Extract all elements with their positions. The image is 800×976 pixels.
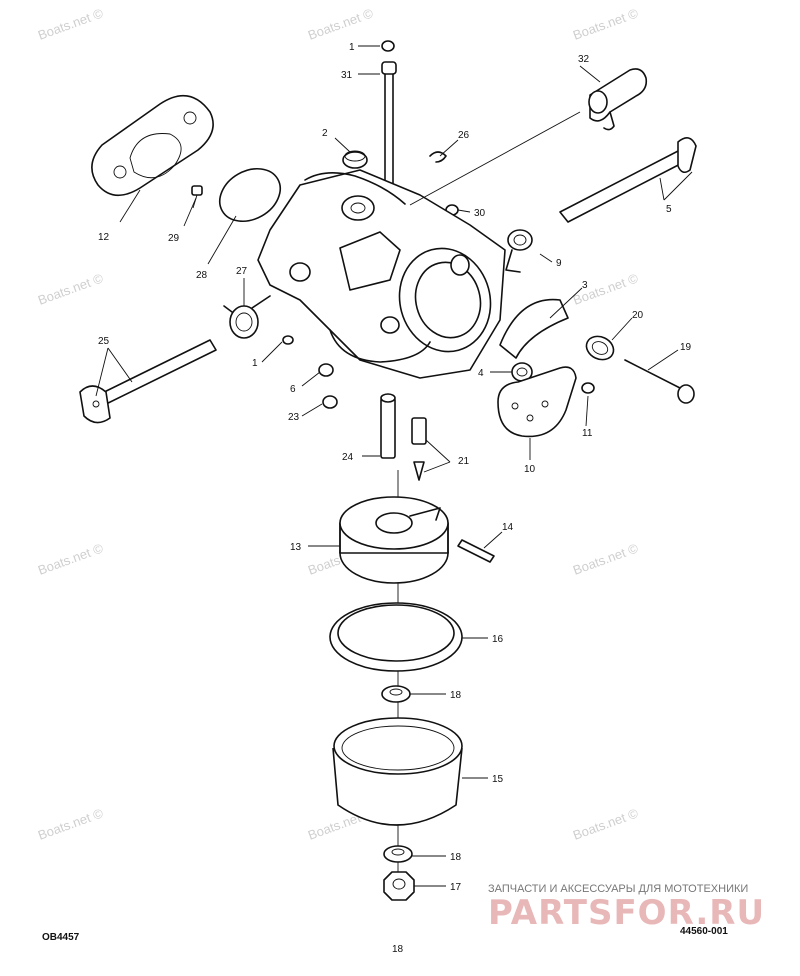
watermark: Boats.net © bbox=[571, 805, 641, 843]
part-11-screw bbox=[581, 382, 595, 394]
watermark: Boats.net © bbox=[306, 5, 376, 43]
part-1-plug-top bbox=[381, 40, 395, 52]
callout-label: 25 bbox=[98, 336, 110, 347]
part-13-float bbox=[339, 496, 449, 584]
shop-watermark: ЗАПЧАСТИ И АКСЕССУАРЫ ДЛЯ МОТОТЕХНИКИ PA… bbox=[488, 883, 765, 933]
callout-label: 19 bbox=[680, 342, 692, 353]
callout-label: 32 bbox=[578, 54, 590, 65]
part-31-rod bbox=[381, 61, 397, 186]
callout-label: 21 bbox=[458, 456, 470, 467]
part-9-spring bbox=[505, 229, 533, 273]
part-25-shaft bbox=[79, 339, 217, 424]
leader-lines bbox=[95, 45, 693, 887]
callout-label: 15 bbox=[492, 774, 504, 785]
part-6-screw bbox=[318, 363, 334, 377]
part-14-pin bbox=[457, 539, 495, 563]
callout-label: 16 bbox=[492, 634, 504, 645]
callout-label: 23 bbox=[288, 412, 300, 423]
watermark: Boats.net © bbox=[36, 270, 106, 308]
part-28-plate bbox=[219, 167, 281, 223]
page-number: 18 bbox=[392, 944, 404, 955]
shop-tagline: ЗАПЧАСТИ И АКСЕССУАРЫ ДЛЯ МОТОТЕХНИКИ bbox=[488, 883, 748, 895]
callout-label: 9 bbox=[556, 258, 562, 269]
part-32-fitting bbox=[588, 68, 648, 131]
callout-label: 27 bbox=[236, 266, 248, 277]
callout-label: 29 bbox=[168, 233, 180, 244]
callout-label: 18 bbox=[450, 690, 462, 701]
watermark: Boats.net © bbox=[36, 805, 106, 843]
watermark: Boats.net © bbox=[36, 5, 106, 43]
part-21-needle-seat bbox=[411, 417, 427, 481]
callout-label: 31 bbox=[341, 70, 353, 81]
part-27-spring bbox=[223, 295, 271, 339]
part-24-jet bbox=[380, 393, 396, 459]
part-29-screw bbox=[191, 185, 203, 209]
part-18-washer-upper bbox=[381, 685, 411, 703]
callout-label: 17 bbox=[450, 882, 462, 893]
callout-label: 10 bbox=[524, 464, 536, 475]
watermark: Boats.net © bbox=[36, 540, 106, 578]
callout-label: 26 bbox=[458, 130, 470, 141]
callout-label: 4 bbox=[478, 368, 484, 379]
part-2-cap bbox=[342, 150, 368, 169]
callout-label: 20 bbox=[632, 310, 644, 321]
callout-labels: 1 31 2 26 32 12 29 28 30 5 27 9 3 20 25 … bbox=[98, 42, 692, 893]
shop-logo: PARTSFOR.RU bbox=[488, 893, 765, 933]
part-20-spring bbox=[585, 335, 615, 361]
part-10-lever bbox=[497, 366, 577, 438]
part-15-bowl bbox=[332, 717, 463, 826]
callout-label: 28 bbox=[196, 270, 208, 281]
callout-label: 5 bbox=[666, 204, 672, 215]
part-1-plug-lower bbox=[282, 335, 294, 345]
callout-label: 1 bbox=[349, 42, 355, 53]
part-19-screw bbox=[624, 359, 695, 404]
callout-label: 30 bbox=[474, 208, 486, 219]
callout-label: 18 bbox=[450, 852, 462, 863]
part-3-plate bbox=[499, 298, 569, 359]
watermark: Boats.net © bbox=[571, 5, 641, 43]
part-5-shaft bbox=[559, 137, 697, 223]
watermark: Boats.net © bbox=[571, 540, 641, 578]
callout-label: 13 bbox=[290, 542, 302, 553]
callout-label: 6 bbox=[290, 384, 296, 395]
drawing-code-right: 44560-001 bbox=[680, 926, 728, 937]
part-body-carburetor bbox=[257, 169, 506, 379]
drawing-code-left: OB4457 bbox=[42, 932, 80, 943]
part-23-screw bbox=[322, 395, 338, 409]
callout-label: 1 bbox=[252, 358, 258, 369]
part-12-gasket bbox=[91, 94, 214, 197]
callout-label: 12 bbox=[98, 232, 110, 243]
part-26-clip bbox=[429, 151, 447, 163]
part-16-gasket bbox=[329, 602, 463, 672]
part-17-nut bbox=[383, 871, 415, 901]
callout-label: 14 bbox=[502, 522, 514, 533]
part-18-washer-lower bbox=[383, 845, 413, 863]
callout-label: 3 bbox=[582, 280, 588, 291]
callout-label: 11 bbox=[582, 428, 593, 439]
callout-label: 2 bbox=[322, 128, 328, 139]
callout-label: 24 bbox=[342, 452, 354, 463]
